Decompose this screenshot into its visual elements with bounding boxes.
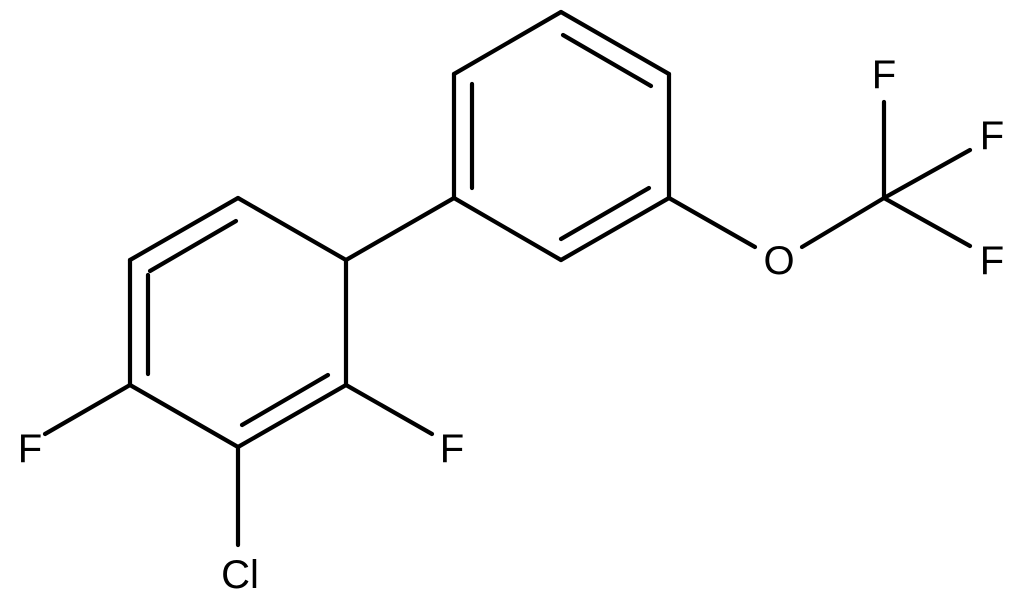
double-bond-inner: [147, 218, 239, 274]
atom-label-fluorine: F: [440, 427, 464, 471]
bond: [558, 9, 672, 77]
bond-to-f-left: [42, 382, 133, 437]
bond: [235, 195, 349, 263]
double-bond-inner: [239, 372, 331, 428]
lower-benzene-ring: [127, 195, 349, 450]
atom-label-fluorine: F: [18, 427, 42, 471]
atom-label-oxygen: O: [763, 239, 794, 283]
atom-label-fluorine: F: [980, 239, 1004, 283]
bond-cf3-f-bottom: [881, 195, 973, 249]
bond: [127, 195, 241, 263]
double-bond-inner: [560, 32, 654, 89]
bond-to-oxygen: [666, 195, 758, 250]
atom-label-fluorine: F: [980, 114, 1004, 158]
bond: [235, 382, 349, 450]
double-bond-inner: [558, 185, 652, 242]
bond-oxygen-to-cf3: [799, 195, 887, 250]
bond-to-f-right: [343, 382, 435, 437]
bond: [558, 195, 672, 263]
upper-benzene-ring: [451, 9, 672, 263]
atom-label-chlorine: Cl: [221, 553, 259, 597]
biaryl-bond: [343, 195, 457, 263]
bond: [127, 382, 241, 450]
bond-cf3-f-mid: [881, 147, 973, 201]
bond: [451, 9, 564, 77]
atom-label-fluorine: F: [872, 53, 896, 97]
bond: [451, 195, 564, 263]
